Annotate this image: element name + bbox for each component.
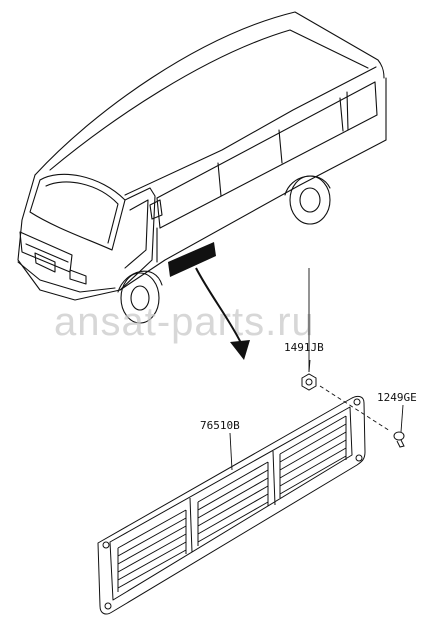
side-grille-part [97, 395, 366, 615]
clip-nut-1491JB [301, 373, 317, 391]
screw-1249GE [393, 431, 405, 448]
watermark-text: ansat-parts.ru [54, 300, 315, 344]
callout-screw-1249GE: 1249GE [377, 391, 417, 404]
van-illustration [17, 11, 387, 324]
leader-lines [229, 268, 404, 471]
location-arrow [195, 267, 250, 360]
callout-grille-76510B: 76510B [200, 419, 240, 432]
grille-location-marker [168, 242, 216, 277]
callout-nut-1491JB: 1491JB [284, 341, 324, 354]
